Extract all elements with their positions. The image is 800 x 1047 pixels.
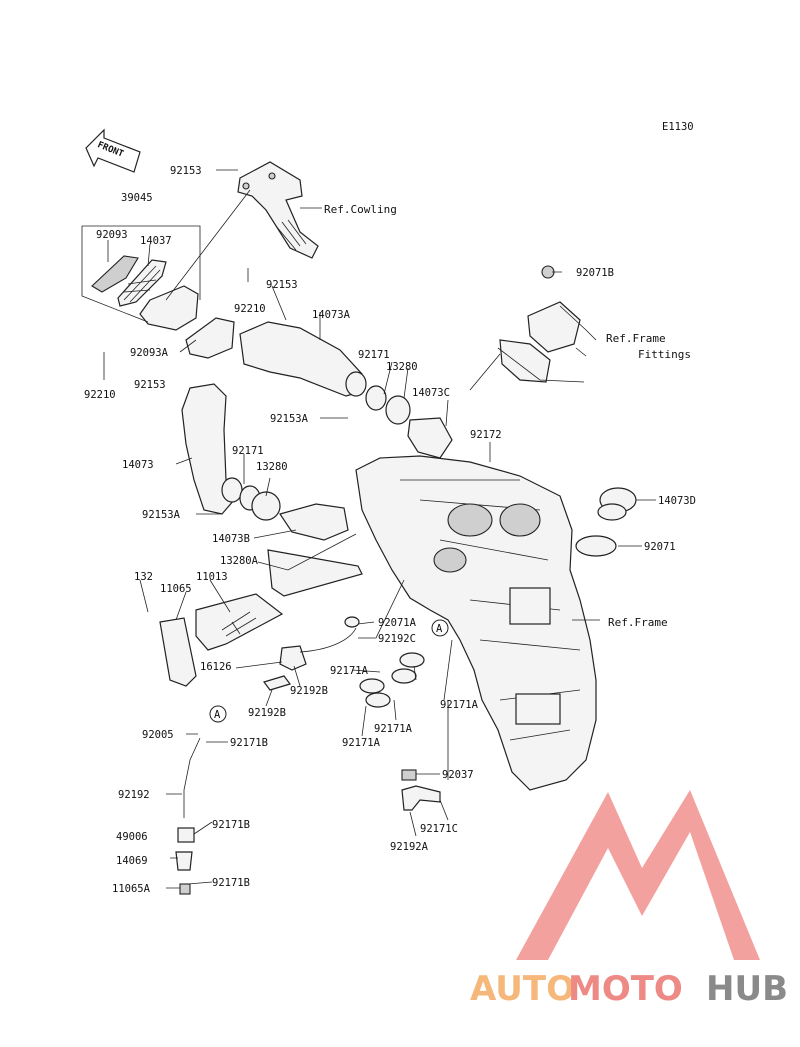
part-label: 13280 <box>256 461 288 473</box>
part-label: 92192B <box>248 707 286 719</box>
part-label: 14073C <box>412 387 450 399</box>
part-label: 92071 <box>644 541 676 553</box>
diagram-code: E1130 <box>662 121 694 133</box>
ref-cowling-label: Ref.Cowling <box>324 203 397 216</box>
part-label: 14073D <box>658 495 696 507</box>
part-label: 49006 <box>116 831 148 843</box>
lower-duct-drawing <box>239 485 349 541</box>
watermark-logo-icon <box>516 790 760 960</box>
ref-frame-label: Ref.Frame <box>608 616 668 629</box>
part-label: 16126 <box>200 661 232 673</box>
left-intake-duct-drawing <box>181 383 243 515</box>
part-label: 92192 <box>118 789 150 801</box>
part-label: 14073 <box>122 459 154 471</box>
part-label: 13280A <box>220 555 259 567</box>
part-label: 92153 <box>170 165 202 177</box>
ref-frame-fittings-label: Ref.Frame <box>606 332 666 345</box>
part-label: 92171A <box>330 665 369 677</box>
lower-hose-drawing <box>401 769 441 811</box>
part-label: 92071B <box>576 267 614 279</box>
part-label: 11013 <box>196 571 228 583</box>
part-label: 39045 <box>121 192 153 204</box>
watermark-part: AUTO <box>470 969 575 1009</box>
part-label: 92171B <box>230 737 268 749</box>
part-label: 92037 <box>442 769 474 781</box>
part-label: 92093 <box>96 229 128 241</box>
part-label: 92171A <box>440 699 479 711</box>
part-label: 92005 <box>142 729 174 741</box>
part-label: 92153 <box>266 279 298 291</box>
part-label: 132 <box>134 571 153 583</box>
part-label: 14073A <box>312 309 351 321</box>
part-label: 13280 <box>386 361 418 373</box>
air-filter-drawing <box>159 549 363 687</box>
duct-cover-drawing <box>91 255 167 307</box>
part-label: 92210 <box>234 303 266 315</box>
front-arrow-icon: FRONT <box>85 128 141 173</box>
part-label: 92153A <box>142 509 181 521</box>
drain-assembly-drawing <box>175 737 201 895</box>
frame-fittings-drawing <box>499 265 581 383</box>
leader-lines <box>81 169 656 889</box>
svg-text:A: A <box>436 623 443 635</box>
part-label: 11065A <box>112 883 151 895</box>
right-duct-drawing <box>575 487 637 557</box>
part-label: 92210 <box>84 389 116 401</box>
upper-clamps-drawing <box>365 385 453 459</box>
part-label: 92171B <box>212 819 250 831</box>
part-label: 92171 <box>358 349 390 361</box>
part-label: 92171A <box>342 737 381 749</box>
marker-a: A <box>209 705 227 723</box>
frame-drawing <box>355 455 597 791</box>
watermark-text: AUTO MOTO HUB <box>470 969 788 1009</box>
part-label: 11065 <box>160 583 192 595</box>
part-label: 92171 <box>232 445 264 457</box>
svg-text:A: A <box>214 709 221 721</box>
part-label: 14073B <box>212 533 250 545</box>
part-label: 92071A <box>378 617 417 629</box>
part-label: 92192A <box>390 841 429 853</box>
part-label: 92171B <box>212 877 250 889</box>
marker-a: A <box>431 619 449 637</box>
upper-intake-duct-drawing <box>139 285 367 397</box>
watermark-part: HUB <box>706 969 788 1009</box>
ref-frame-fittings-label: Fittings <box>638 348 691 361</box>
part-label: 92153 <box>134 379 166 391</box>
part-label: 92171A <box>374 723 413 735</box>
part-label: 92192B <box>290 685 328 697</box>
part-label: 92192C <box>378 633 416 645</box>
part-label: 14069 <box>116 855 148 867</box>
watermark-part: MOTO <box>568 969 683 1009</box>
cowling-bracket-drawing <box>237 161 319 259</box>
part-label: 14037 <box>140 235 172 247</box>
part-label: 92171C <box>420 823 458 835</box>
part-label: 92093A <box>130 347 169 359</box>
drain-hose-drawing <box>263 616 360 691</box>
part-label: 92153A <box>270 413 309 425</box>
band-clamps-drawing <box>359 652 425 708</box>
part-label: 92172 <box>470 429 502 441</box>
